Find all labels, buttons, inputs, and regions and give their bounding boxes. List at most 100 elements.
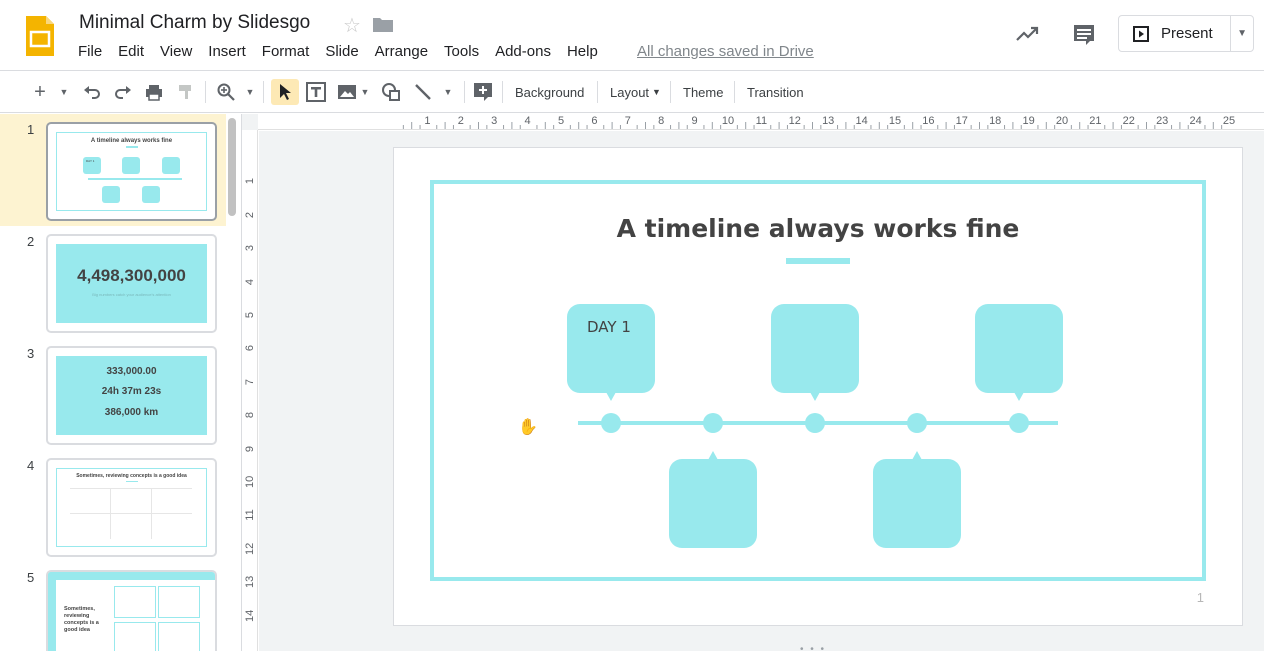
hruler-label: 2 xyxy=(457,115,464,127)
slides-logo-icon[interactable] xyxy=(24,14,56,58)
line-dropdown-icon[interactable]: ▼ xyxy=(443,87,453,97)
hruler-label: 5 xyxy=(557,115,565,127)
menu-insert[interactable]: Insert xyxy=(208,43,246,60)
slide-thumbnail[interactable]: Sometimes, reviewing concepts is a good … xyxy=(46,458,217,557)
hruler-ticks xyxy=(395,115,1243,129)
timeline-dot[interactable] xyxy=(1009,413,1029,433)
new-slide-plus-icon[interactable]: + xyxy=(34,80,46,103)
hruler-label: 13 xyxy=(822,115,835,127)
present-main-button[interactable]: Present xyxy=(1119,16,1232,51)
speaker-notes-handle[interactable]: • • • xyxy=(800,644,827,651)
paint-format-icon[interactable] xyxy=(176,79,196,105)
star-icon[interactable]: ☆ xyxy=(343,15,361,37)
vruler-label: 5 xyxy=(244,311,256,319)
menu-help[interactable]: Help xyxy=(566,43,598,60)
timeline-bubble-1[interactable]: DAY 1 xyxy=(567,304,655,401)
title-underline-bar[interactable] xyxy=(786,258,850,264)
vruler-label: 8 xyxy=(244,412,256,419)
present-dropdown-icon[interactable]: ▼ xyxy=(1237,28,1248,39)
zoom-dropdown-icon[interactable]: ▼ xyxy=(245,87,255,97)
timeline-dot[interactable] xyxy=(601,413,621,433)
menu-tools[interactable]: Tools xyxy=(444,43,480,60)
timeline-bubble-4[interactable] xyxy=(873,451,961,548)
thumb-title-bar xyxy=(126,481,138,482)
print-icon[interactable] xyxy=(144,79,164,105)
hruler-label: 7 xyxy=(624,115,631,127)
document-title[interactable]: Minimal Charm by Slidesgo xyxy=(79,12,311,33)
thumb-frame xyxy=(56,468,207,547)
menu-edit[interactable]: Edit xyxy=(118,43,145,60)
toolbar-divider xyxy=(597,81,598,103)
thumb-bubble xyxy=(102,186,120,203)
slide-border-frame[interactable] xyxy=(430,180,1206,581)
toolbar-divider xyxy=(670,81,671,103)
vruler-label: 6 xyxy=(244,345,256,352)
folder-icon[interactable] xyxy=(373,17,393,32)
comment-icon[interactable] xyxy=(1072,23,1096,47)
slide-thumbnail[interactable]: 333,000.00 24h 37m 23s 386,000 km xyxy=(46,346,217,445)
slide-thumbnail[interactable]: Sometimes, reviewing concepts is a good … xyxy=(46,570,217,651)
timeline-dot[interactable] xyxy=(703,413,723,433)
timeline-dot[interactable] xyxy=(907,413,927,433)
slide-thumb-row-2[interactable]: 2 4,498,300,000 Big numbers catch your a… xyxy=(0,226,226,338)
timeline-bubble-5[interactable] xyxy=(975,304,1063,401)
vruler-label: 4 xyxy=(244,278,256,285)
theme-button[interactable]: Theme xyxy=(683,84,724,100)
hruler-label: 1 xyxy=(424,115,431,127)
add-comment-icon[interactable] xyxy=(473,79,493,105)
menu-file[interactable]: File xyxy=(78,43,103,60)
text-box-icon[interactable] xyxy=(305,79,327,105)
slide-number: 3 xyxy=(27,346,35,361)
present-button[interactable]: Present ▼ xyxy=(1118,15,1254,52)
menu-format[interactable]: Format xyxy=(261,43,310,60)
activity-trend-icon[interactable] xyxy=(1016,24,1040,44)
timeline-dot[interactable] xyxy=(805,413,825,433)
menu-slide[interactable]: Slide xyxy=(325,43,359,60)
present-play-icon xyxy=(1133,25,1149,42)
hruler-label: 15 xyxy=(888,115,902,127)
thumb-caption: Big numbers catch your audience's attent… xyxy=(92,292,171,297)
shape-icon[interactable] xyxy=(381,79,401,105)
toolbar-divider xyxy=(502,81,503,103)
save-status-link[interactable]: All changes saved in Drive xyxy=(637,43,814,60)
timeline-bubble-2[interactable] xyxy=(669,451,757,548)
hruler-label: 20 xyxy=(1055,115,1069,127)
hruler-label: 12 xyxy=(788,115,801,127)
slide-canvas[interactable]: A timeline always works fine DAY 1 1 xyxy=(394,148,1242,625)
slide-title[interactable]: A timeline always works fine xyxy=(616,214,1020,243)
slide-thumb-row-5[interactable]: 5 Sometimes, reviewing concepts is a goo… xyxy=(0,562,226,651)
image-icon[interactable] xyxy=(337,79,357,105)
zoom-icon[interactable] xyxy=(216,79,236,105)
background-button[interactable]: Background xyxy=(515,84,585,100)
slide-thumb-row-3[interactable]: 3 333,000.00 24h 37m 23s 386,000 km xyxy=(0,338,226,450)
select-tool-button[interactable] xyxy=(271,79,299,105)
hruler-label: 19 xyxy=(1022,115,1035,127)
menu-addons[interactable]: Add-ons xyxy=(495,43,551,60)
line-icon[interactable] xyxy=(413,79,433,105)
bubble-label-day-1[interactable]: DAY 1 xyxy=(587,318,631,336)
filmstrip-scrollbar[interactable] xyxy=(228,118,236,216)
hruler-label: 9 xyxy=(691,115,698,127)
slide-thumbnail[interactable]: 4,498,300,000 Big numbers catch your aud… xyxy=(46,234,217,333)
transition-button[interactable]: Transition xyxy=(747,84,804,100)
redo-icon[interactable] xyxy=(113,79,133,105)
new-slide-dropdown-icon[interactable]: ▼ xyxy=(59,87,69,97)
undo-icon[interactable] xyxy=(82,79,102,105)
timeline-bubble-3[interactable] xyxy=(771,304,859,401)
image-dropdown-icon[interactable]: ▼ xyxy=(360,87,370,97)
slide-thumb-row-1[interactable]: 1 A timeline always works fine DAY 1 xyxy=(0,114,226,226)
menu-arrange[interactable]: Arrange xyxy=(374,43,429,60)
hruler-label: 11 xyxy=(755,115,768,127)
header-bar: Minimal Charm by Slidesgo ☆ File Edit Vi… xyxy=(0,0,1264,71)
slide-filmstrip: 1 A timeline always works fine DAY 1 2 4… xyxy=(0,114,242,651)
slide-thumb-row-4[interactable]: 4 Sometimes, reviewing concepts is a goo… xyxy=(0,450,226,562)
thumb-timeline xyxy=(88,178,182,180)
menu-view[interactable]: View xyxy=(160,43,193,60)
slide-number: 4 xyxy=(27,458,35,473)
slide-thumbnail[interactable]: A timeline always works fine DAY 1 xyxy=(46,122,217,221)
layout-button[interactable]: Layout ▼ xyxy=(610,79,661,105)
vruler-label: 3 xyxy=(244,245,256,252)
thumb-stat-3: 386,000 km xyxy=(104,407,159,418)
